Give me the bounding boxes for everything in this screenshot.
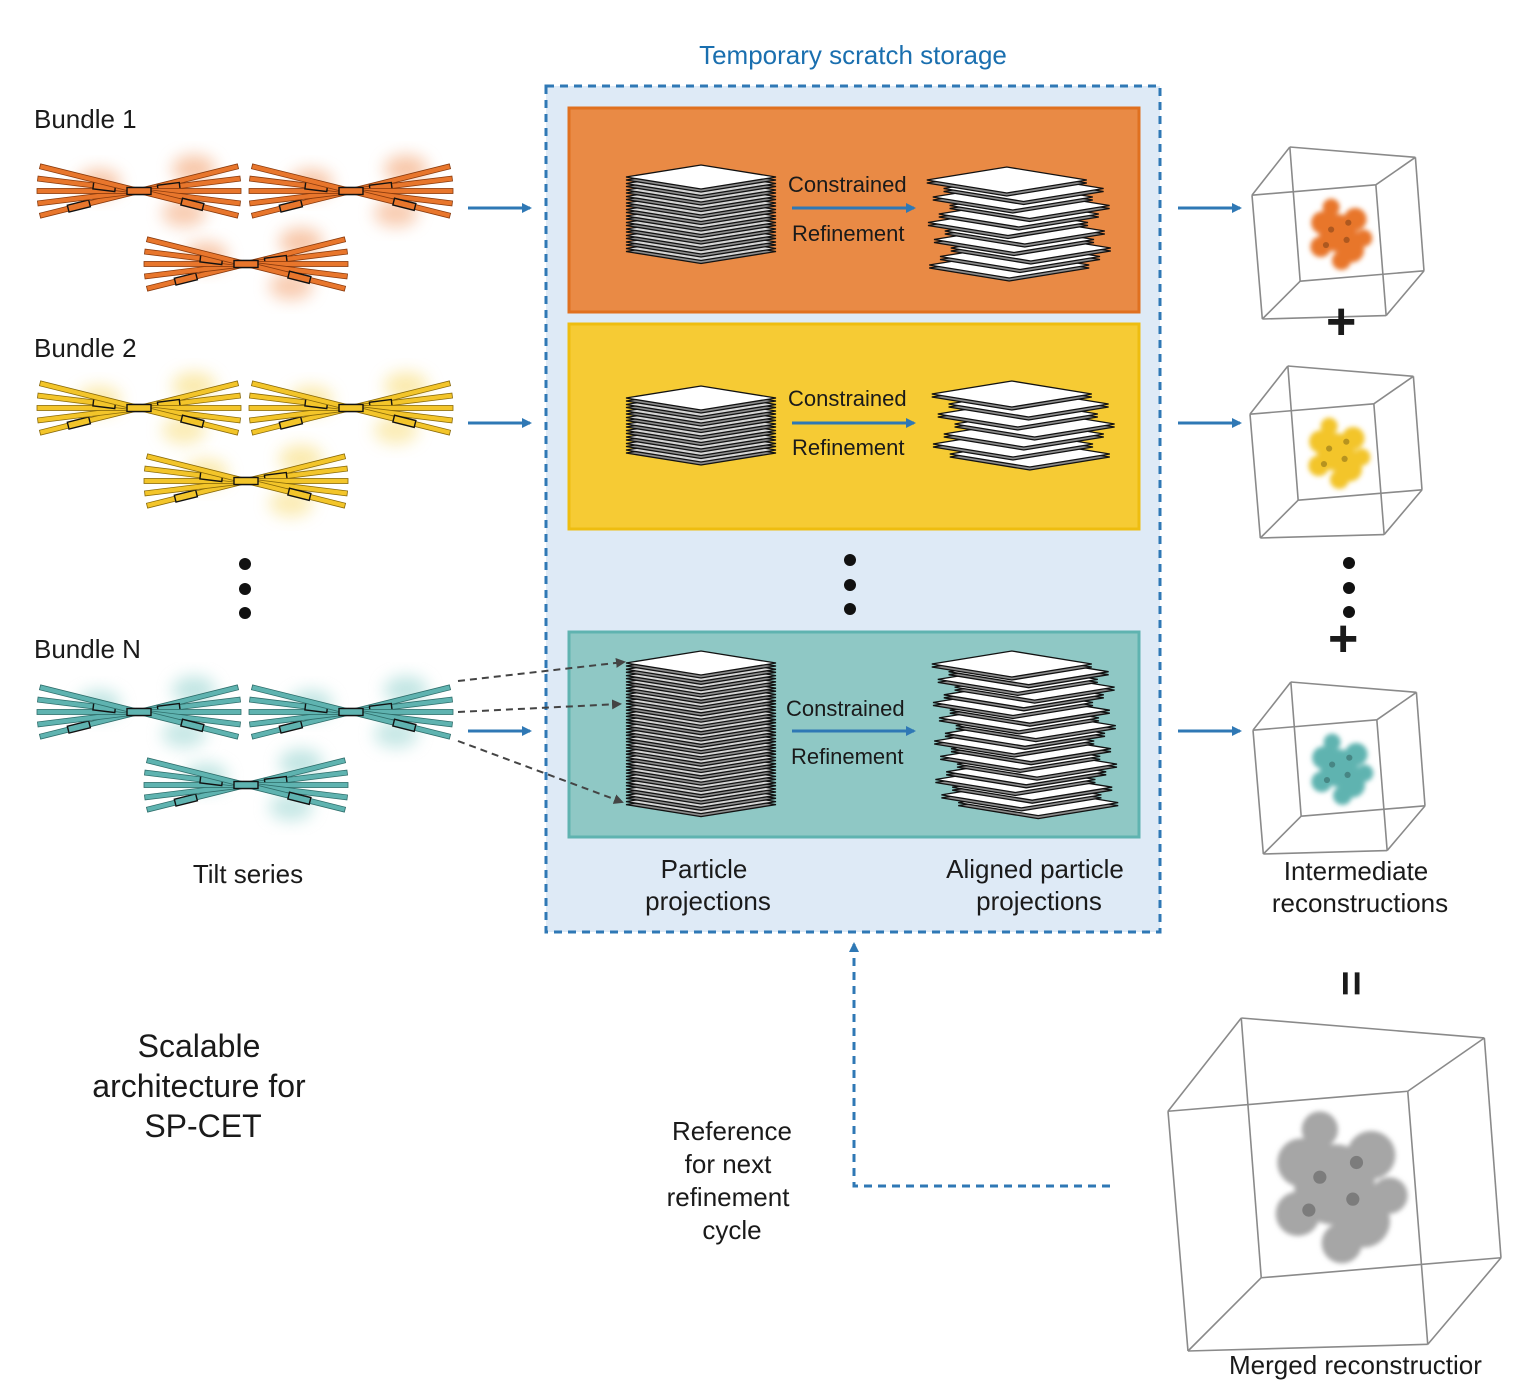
- merged-label: Merged reconstructior: [1229, 1350, 1482, 1380]
- projection-stack: [931, 380, 1115, 471]
- projection-stack: [931, 650, 1119, 820]
- projection-stacks: [625, 164, 1119, 820]
- particle-projections-label-line1: Particle: [660, 854, 748, 884]
- reference-line1: Reference: [672, 1116, 792, 1146]
- ellipsis-dots-left: [239, 558, 251, 619]
- extraction-arrow: [457, 657, 626, 682]
- scratch-title: Temporary scratch storage: [699, 40, 1007, 70]
- tilt-series-group: [36, 155, 454, 821]
- flow-arrows: [457, 203, 1242, 804]
- ellipsis-dots-center: [844, 554, 856, 615]
- reference-line4: cycle: [702, 1215, 762, 1245]
- reconstruction-cube: [1249, 365, 1423, 539]
- reference-line3: refinement: [666, 1182, 790, 1212]
- reconstruction-cube: [1167, 1017, 1502, 1352]
- tilt-fan: [36, 155, 242, 227]
- tilt-fan: [36, 676, 242, 748]
- projection-stack: [625, 385, 777, 466]
- tilt-fan: [143, 445, 349, 517]
- tilt-series-label: Tilt series: [192, 859, 304, 889]
- aligned-projections-label-line1: Aligned particle: [946, 854, 1124, 884]
- step-label-bottom: Refinement: [792, 435, 905, 460]
- feedback-path: [849, 942, 1110, 1188]
- caption-line3: SP-CET: [144, 1108, 262, 1144]
- tilt-fan: [36, 372, 242, 444]
- reconstruction-cube: [1252, 681, 1426, 855]
- extraction-arrow: [457, 740, 624, 804]
- projection-stack: [625, 164, 777, 265]
- step-label-top: Constrained: [786, 696, 905, 721]
- tilt-fan: [143, 749, 349, 821]
- aligned-projections-label-line2: projections: [976, 886, 1102, 916]
- bundle-2-label: Bundle 2: [34, 333, 137, 363]
- intermediate-label-line1: Intermediate: [1283, 856, 1429, 886]
- extraction-arrow: [457, 699, 622, 713]
- tilt-fan: [248, 676, 454, 748]
- step-label-top: Constrained: [788, 386, 907, 411]
- intermediate-label-line2: reconstructions: [1271, 888, 1449, 918]
- step-label-bottom: Refinement: [792, 221, 905, 246]
- bundle-1-label: Bundle 1: [34, 104, 137, 134]
- tilt-fan: [143, 228, 349, 300]
- tilt-fan: [248, 372, 454, 444]
- plus-sign: +: [1328, 610, 1359, 668]
- equals-sign: =: [1327, 970, 1377, 997]
- caption-line2: architecture for: [92, 1068, 306, 1104]
- ellipsis-dots-right: [1343, 557, 1355, 618]
- step-label-bottom: Refinement: [791, 744, 904, 769]
- projection-stack: [926, 166, 1111, 282]
- reconstruction-cubes: [1167, 146, 1502, 1352]
- reconstruction-cube: [1251, 146, 1425, 320]
- bundle-n-label: Bundle N: [34, 634, 141, 664]
- caption-line1: Scalable: [137, 1028, 261, 1064]
- tilt-fan: [248, 155, 454, 227]
- plus-sign: +: [1326, 293, 1357, 351]
- projection-stack: [625, 650, 777, 818]
- step-label-top: Constrained: [788, 172, 907, 197]
- reference-line2: for next: [684, 1149, 772, 1179]
- particle-projections-label-line2: projections: [645, 886, 771, 916]
